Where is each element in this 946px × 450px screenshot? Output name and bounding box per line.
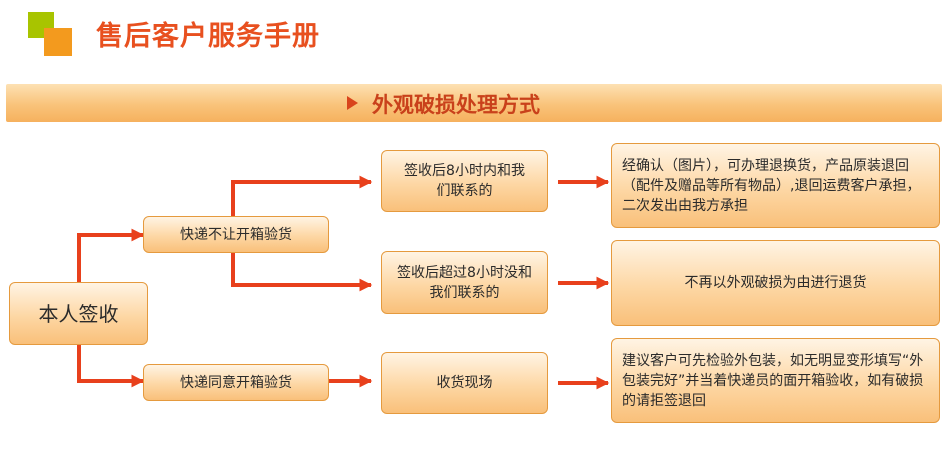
condition-no-inspection: 快递不让开箱验货 [143,216,329,253]
situation-over-8h-label: 签收后超过8小时没和我们联系的 [397,264,532,301]
connector-to-within-8h [231,175,373,216]
result-no-return: 不再以外观破损为由进行退货 [611,240,940,326]
section-banner: 外观破损处理方式 [6,84,942,122]
section-title: 外观破损处理方式 [372,93,540,117]
result-inspect-package: 建议客户可先检验外包装，如无明显变形填写“外包装完好”并当着快递员的面开箱验收，… [611,338,940,423]
situation-within-8h: 签收后8小时内和我们联系的 [381,150,548,212]
situation-onsite: 收货现场 [381,352,548,414]
result-return-accepted: 经确认（图片），可办理退换货，产品原装退回（配件及赠品等所有物品）,退回运费客户… [611,143,940,228]
situation-onsite-label: 收货现场 [436,375,493,391]
result-inspect-package-text: 建议客户可先检验外包装，如无明显变形填写“外包装完好”并当着快递员的面开箱验收，… [622,352,924,409]
situation-within-8h-label: 签收后8小时内和我们联系的 [404,163,525,199]
connector-start-to-inspection [77,345,145,388]
result-no-return-text: 不再以外观破损为由进行退货 [684,275,867,291]
condition-inspection-allowed-label: 快递同意开箱验货 [180,374,292,391]
connector-start-to-no-inspection [77,228,145,282]
start-node-label: 本人签收 [38,301,119,326]
condition-inspection-allowed: 快递同意开箱验货 [143,364,329,401]
brand-logo [28,12,76,58]
logo-orange-square [44,28,72,56]
connector-to-over-8h [231,252,373,292]
situation-over-8h: 签收后超过8小时没和我们联系的 [381,251,548,314]
triangle-right-icon [347,96,358,110]
condition-no-inspection-label: 快递不让开箱验货 [180,226,292,243]
start-node: 本人签收 [9,282,148,345]
page-title: 售后客户服务手册 [96,21,320,52]
result-return-accepted-text: 经确认（图片），可办理退换货，产品原装退回（配件及赠品等所有物品）,退回运费客户… [622,157,921,214]
